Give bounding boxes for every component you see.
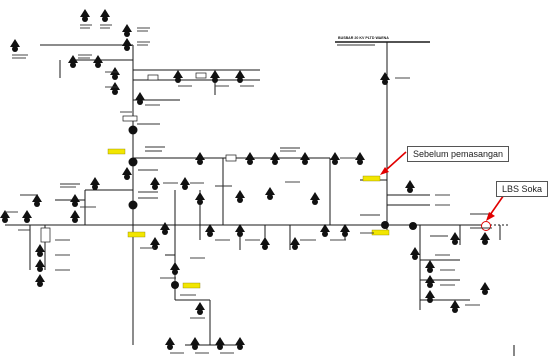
busbar-title: BUSBAR 20 KV PLTD WAENA bbox=[338, 36, 389, 40]
annotation-arrows bbox=[380, 151, 507, 221]
callout-lbs-soka-text: LBS Soka bbox=[502, 184, 543, 194]
feeder-lines bbox=[5, 41, 510, 346]
illegible-label-marks bbox=[5, 24, 492, 354]
callout-lbs-soka: LBS Soka bbox=[496, 181, 549, 197]
recloser-tags bbox=[107, 148, 390, 289]
switch-boxes bbox=[40, 72, 237, 243]
recloser-symbols bbox=[128, 125, 417, 289]
transformer-symbols bbox=[0, 9, 490, 350]
callout-before-install-text: Sebelum pemasangan bbox=[413, 149, 504, 159]
callout-before-install: Sebelum pemasangan bbox=[407, 146, 510, 162]
lbs-soka-symbol bbox=[481, 221, 491, 231]
